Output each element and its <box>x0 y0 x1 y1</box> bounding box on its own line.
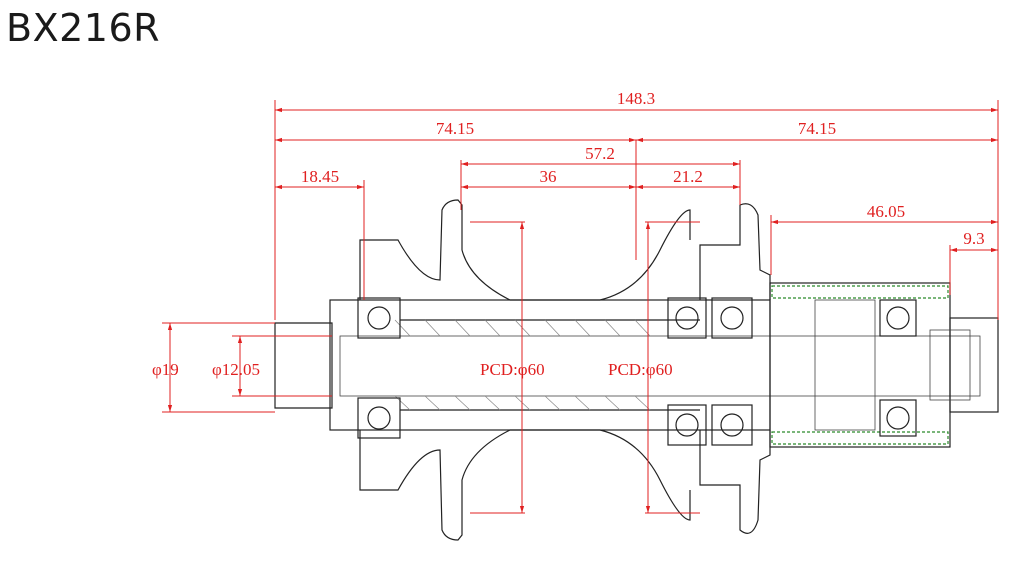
dim-end-offset: 9.3 <box>963 229 984 248</box>
dim-center-right-flange: 21.2 <box>673 167 703 186</box>
freehub-body <box>769 282 951 448</box>
dim-inner-diameter: φ12.05 <box>212 360 260 379</box>
dim-outer-diameter: φ19 <box>152 360 179 379</box>
axle-hatching <box>394 319 651 411</box>
dim-pcd-right: PCD:φ60 <box>608 360 673 379</box>
axle <box>339 335 981 397</box>
dim-flange-spacing: 57.2 <box>585 144 615 163</box>
dim-pcd-left: PCD:φ60 <box>480 360 545 379</box>
dimension-lines <box>162 100 999 514</box>
dim-left-end: 18.45 <box>301 167 339 186</box>
dim-right-half: 74.15 <box>798 119 836 138</box>
bearing-group <box>357 297 917 446</box>
dim-left-flange-center: 36 <box>540 167 557 186</box>
dim-left-half: 74.15 <box>436 119 474 138</box>
left-end-cap <box>274 322 333 409</box>
left-flange <box>359 199 691 301</box>
dim-freehub: 46.05 <box>867 202 905 221</box>
right-flange <box>699 203 771 300</box>
right-end-cap <box>949 317 999 413</box>
dim-overall: 148.3 <box>617 89 655 108</box>
drawing-title: BX216R <box>6 6 161 50</box>
